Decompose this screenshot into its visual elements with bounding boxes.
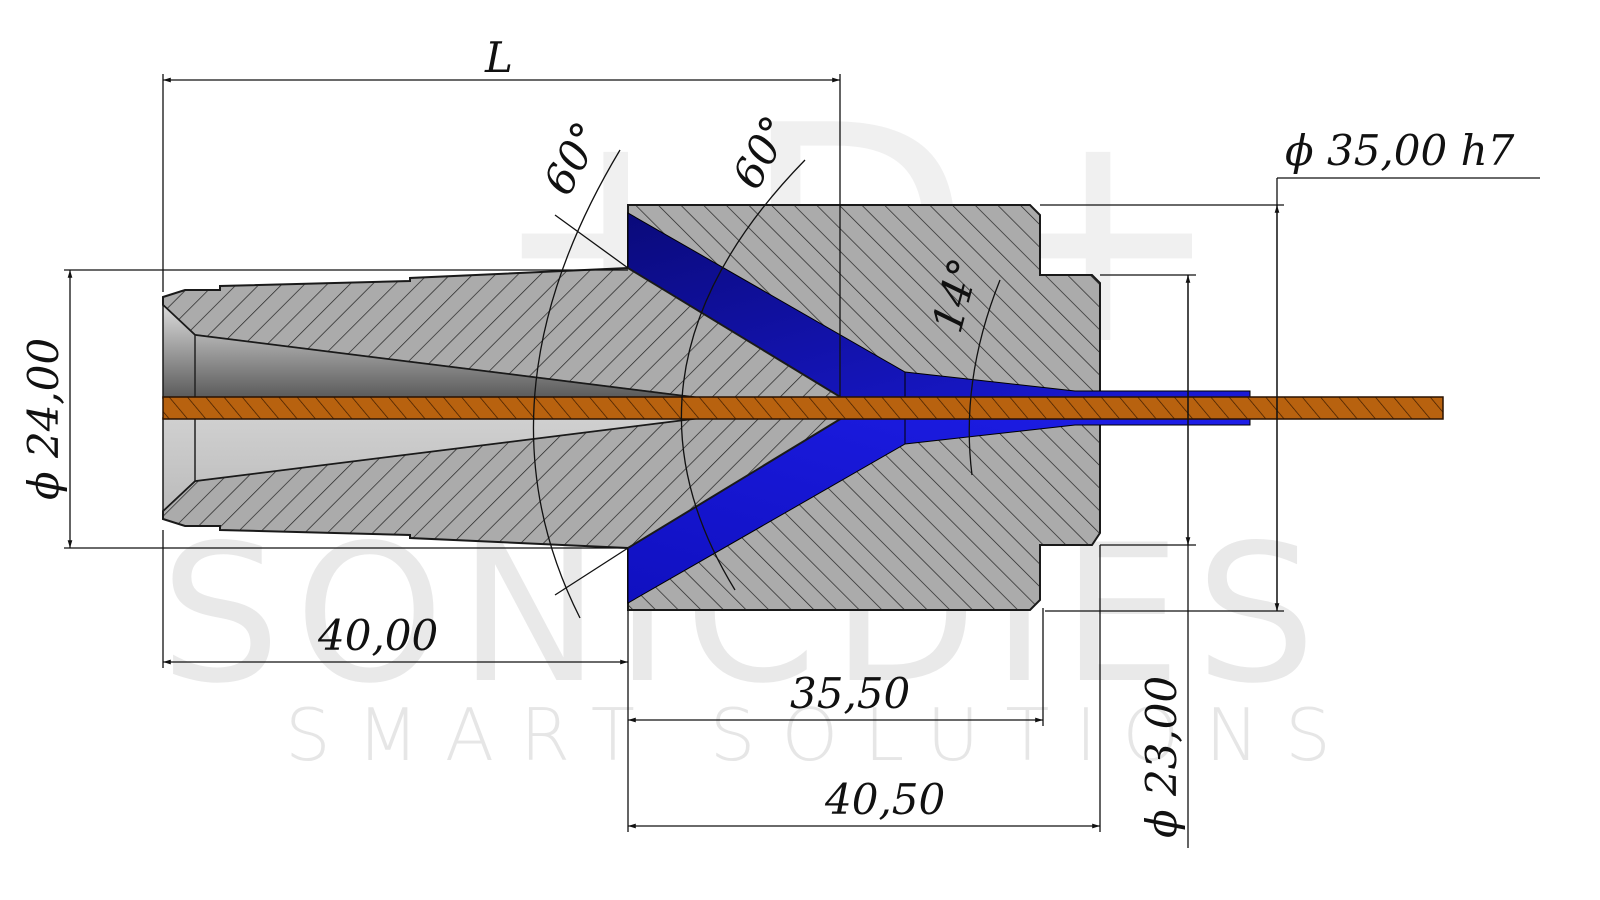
- dimension-die-total-length: 40,50: [628, 545, 1101, 832]
- dimension-land-diameter: ϕ 23,00: [1100, 274, 1196, 848]
- dimension-length-L: L: [162, 33, 841, 396]
- conductor-wire: [162, 396, 1444, 420]
- dimension-outer-diameter: ϕ 35,00 h7: [1040, 126, 1540, 612]
- label-tip-diameter: ϕ 24,00: [19, 338, 68, 500]
- dimension-tip-diameter: ϕ 24,00: [19, 269, 628, 549]
- label-length: L: [484, 33, 513, 82]
- dimension-tip-length: 40,00: [162, 530, 629, 832]
- label-land-diameter: ϕ 23,00: [1137, 676, 1186, 838]
- label-die-body-length: 35,50: [790, 669, 910, 718]
- label-outer-diameter: ϕ 35,00 h7: [1285, 126, 1515, 175]
- dimension-die-body-length: 35,50: [628, 608, 1044, 726]
- label-tip-length: 40,00: [317, 611, 438, 660]
- label-die-total-length: 40,50: [824, 775, 945, 824]
- watermark-tagline: SMART SOLUTIONS: [285, 693, 1357, 777]
